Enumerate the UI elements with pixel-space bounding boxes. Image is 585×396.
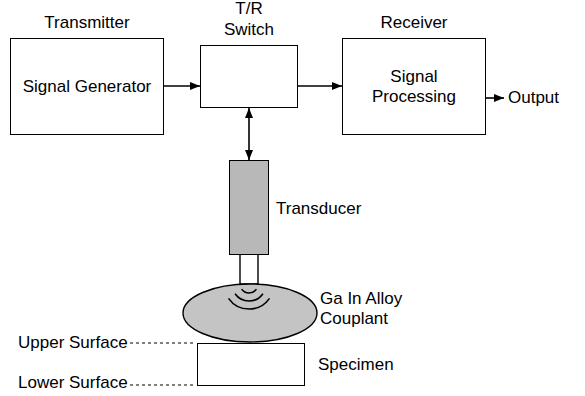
box-heading: Receiver [339,13,489,33]
upper-surface-leader [130,342,195,343]
part-label: Ga In Alloy Couplant [320,289,424,330]
lower-surface-leader [130,384,195,385]
receiver-box: ReceiverSignal Processing [342,38,486,135]
part-label: Specimen [318,355,418,375]
couplant-ellipse: Ga In Alloy Couplant [182,283,318,343]
tr-switch-box: T/R Switch [200,45,298,108]
box-heading: T/R Switch [218,0,280,40]
box-heading: Transmitter [7,13,167,33]
signal-arrow [248,108,250,160]
couplant-outline [182,283,318,343]
ultrasound-wave [235,294,263,301]
part-label: Transducer [276,199,386,219]
transducer-tip [240,254,258,284]
specimen-box: Specimen [197,343,305,386]
layout-art [130,55,504,386]
signal-arrow [164,85,200,87]
output-label: Output [508,88,559,108]
transmitter-box: TransmitterSignal Generator [10,38,164,135]
ultrasound-wave [229,298,270,309]
surface-label: Lower Surface [18,373,128,393]
couplant-shape [183,284,317,342]
box-label: Signal Generator [11,76,163,96]
surface-label: Upper Surface [18,333,128,353]
signal-arrow [298,85,342,87]
transducer-body: Transducer [229,160,269,255]
ultrasound-wave [242,289,257,293]
box-label: Signal Processing [343,66,485,107]
